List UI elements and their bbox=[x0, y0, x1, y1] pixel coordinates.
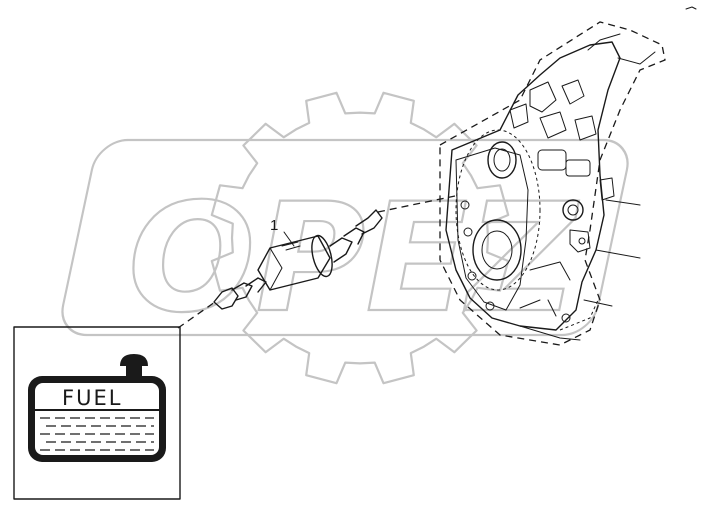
fuel-tank-inset: FUEL bbox=[13, 326, 181, 500]
callout-label: 1 bbox=[270, 217, 278, 234]
fuel-line-filter-to-engine bbox=[377, 195, 456, 213]
corner-mark bbox=[685, 6, 697, 10]
gear-watermark-icon: OPEZ bbox=[61, 91, 629, 385]
fuel-filter-icon: 1 bbox=[213, 209, 383, 310]
watermark-text: OPEZ bbox=[128, 172, 580, 346]
fuel-tank-icon bbox=[28, 376, 166, 462]
engine-block-icon bbox=[439, 21, 666, 346]
fuel-line-tank-to-filter bbox=[177, 301, 216, 329]
fuel-label: FUEL bbox=[62, 386, 122, 410]
